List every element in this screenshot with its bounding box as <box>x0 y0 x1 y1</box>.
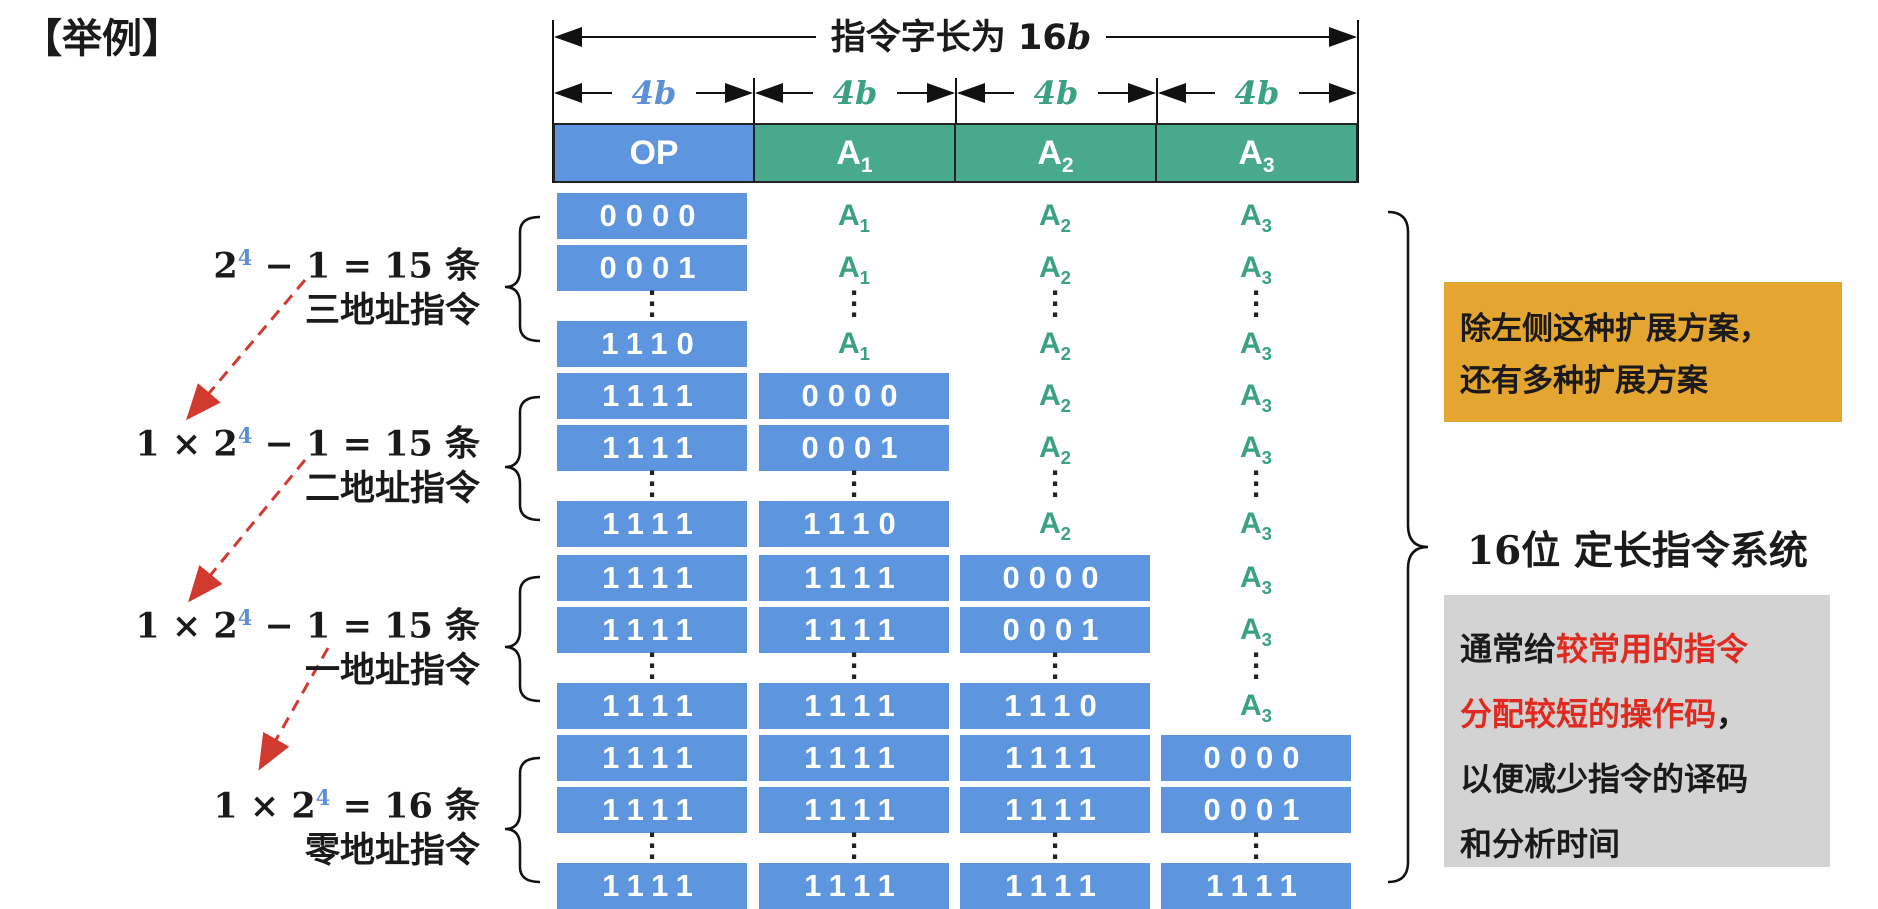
group-label-2addr: 1 × 24 − 1 = 15 条 二地址指令 <box>120 414 480 511</box>
note-line: 通常给较常用的指令 <box>1460 630 1749 668</box>
group-formula: 24 − 1 = 15 条 <box>213 245 480 287</box>
vertical-ellipsis: ··· <box>1251 821 1261 871</box>
vertical-ellipsis: ··· <box>1251 459 1261 509</box>
group-formula: 1 × 24 = 16 条 <box>213 785 480 827</box>
vertical-ellipsis: ··· <box>647 821 657 871</box>
vertical-ellipsis: ··· <box>1050 641 1060 691</box>
address-field-cell: A3 <box>1239 613 1272 650</box>
opcode-cell: 1111 <box>759 735 949 781</box>
address-field-cell: A1 <box>837 251 870 288</box>
vertical-ellipsis: ··· <box>1251 641 1261 691</box>
vertical-ellipsis: ··· <box>849 279 859 329</box>
address-field-cell: A1 <box>837 327 870 364</box>
vertical-ellipsis: ··· <box>1050 459 1060 509</box>
note-opcode-allocation: 通常给较常用的指令 分配较短的操作码， 以便减少指令的译码 和分析时间 <box>1444 595 1830 867</box>
note-line: 还有多种扩展方案 <box>1460 363 1708 399</box>
address-field-cell: A1 <box>837 199 870 236</box>
opcode-cell: 0001 <box>1161 787 1351 833</box>
opcode-cell: 1111 <box>557 373 747 419</box>
vertical-ellipsis: ··· <box>849 641 859 691</box>
address-field-cell: A2 <box>1038 251 1071 288</box>
field-op: OP <box>553 123 755 183</box>
opcode-cell: 0000 <box>960 555 1150 601</box>
vertical-ellipsis: ··· <box>1050 279 1060 329</box>
opcode-cell: 0000 <box>759 373 949 419</box>
vertical-ellipsis: ··· <box>1050 821 1060 871</box>
note-line: 和分析时间 <box>1460 825 1621 863</box>
opcode-cell: 0001 <box>759 425 949 471</box>
group-formula: 1 × 24 − 1 = 15 条 <box>135 423 480 465</box>
opcode-cell: 1111 <box>557 555 747 601</box>
note-line: 除左侧这种扩展方案， <box>1460 311 1770 347</box>
instruction-length-label: 指令字长为 16b <box>816 14 1106 62</box>
opcode-cell: 1111 <box>557 787 747 833</box>
bit-label-op: 4b <box>612 73 696 113</box>
opcode-cell: 1110 <box>960 683 1150 729</box>
field-a3: A3 <box>1155 123 1358 183</box>
group-label-0addr: 1 × 24 = 16 条 零地址指令 <box>120 776 480 873</box>
vertical-ellipsis: ··· <box>849 821 859 871</box>
opcode-cell: 1111 <box>960 735 1150 781</box>
opcode-cell: 1111 <box>759 683 949 729</box>
group-label-1addr: 1 × 24 − 1 = 15 条 一地址指令 <box>120 596 480 693</box>
vertical-ellipsis: ··· <box>647 459 657 509</box>
vertical-ellipsis: ··· <box>647 641 657 691</box>
opcode-cell: 1111 <box>557 501 747 547</box>
opcode-cell: 1111 <box>759 555 949 601</box>
opcode-cell: 0001 <box>557 245 747 291</box>
note-other-schemes: 除左侧这种扩展方案， 还有多种扩展方案 <box>1444 282 1842 422</box>
bit-label-a2: 4b <box>1014 73 1098 113</box>
opcode-cell: 1111 <box>1161 863 1351 909</box>
address-field-cell: A2 <box>1038 199 1071 236</box>
address-field-cell: A3 <box>1239 507 1272 544</box>
opcode-cell: 0000 <box>1161 735 1351 781</box>
group-formula: 1 × 24 − 1 = 15 条 <box>135 605 480 647</box>
address-field-cell: A3 <box>1239 199 1272 236</box>
group-name: 零地址指令 <box>304 830 480 871</box>
opcode-cell: 0000 <box>557 193 747 239</box>
address-field-cell: A3 <box>1239 379 1272 416</box>
opcode-cell: 1111 <box>759 787 949 833</box>
opcode-cell: 1111 <box>960 787 1150 833</box>
opcode-cell: 1111 <box>557 735 747 781</box>
note-line: 分配较短的操作码， <box>1460 695 1749 733</box>
vertical-ellipsis: ··· <box>849 459 859 509</box>
opcode-cell: 1111 <box>759 607 949 653</box>
group-name: 一地址指令 <box>304 650 480 691</box>
opcode-cell: 0001 <box>960 607 1150 653</box>
instruction-length-unit: b <box>1066 17 1092 58</box>
opcode-cell: 1110 <box>557 321 747 367</box>
address-field-cell: A3 <box>1239 561 1272 598</box>
group-name: 二地址指令 <box>304 468 480 509</box>
opcode-cell: 1111 <box>960 863 1150 909</box>
opcode-cell: 1111 <box>557 863 747 909</box>
bit-label-a1: 4b <box>813 73 897 113</box>
field-a2: A2 <box>954 123 1157 183</box>
group-label-3addr: 24 − 1 = 15 条 三地址指令 <box>120 236 480 333</box>
group-name: 三地址指令 <box>304 290 480 331</box>
address-field-cell: A2 <box>1038 379 1071 416</box>
field-a1: A1 <box>753 123 956 183</box>
address-field-cell: A3 <box>1239 431 1272 468</box>
address-field-cell: A3 <box>1239 689 1272 726</box>
opcode-cell: 1111 <box>759 863 949 909</box>
opcode-cell: 1111 <box>557 607 747 653</box>
system-title: 16位 定长指令系统 <box>1467 528 1808 574</box>
vertical-ellipsis: ··· <box>647 279 657 329</box>
address-field-cell: A2 <box>1038 327 1071 364</box>
example-tag: 【举例】 <box>22 16 182 62</box>
address-field-cell: A3 <box>1239 251 1272 288</box>
opcode-cell: 1111 <box>557 683 747 729</box>
opcode-cell: 1111 <box>557 425 747 471</box>
opcode-cell: 1110 <box>759 501 949 547</box>
address-field-cell: A2 <box>1038 431 1071 468</box>
bit-label-a3: 4b <box>1215 73 1299 113</box>
address-field-cell: A3 <box>1239 327 1272 364</box>
instruction-length-text: 指令字长为 16 <box>830 18 1067 58</box>
note-line: 以便减少指令的译码 <box>1460 760 1749 798</box>
address-field-cell: A2 <box>1038 507 1071 544</box>
vertical-ellipsis: ··· <box>1251 279 1261 329</box>
